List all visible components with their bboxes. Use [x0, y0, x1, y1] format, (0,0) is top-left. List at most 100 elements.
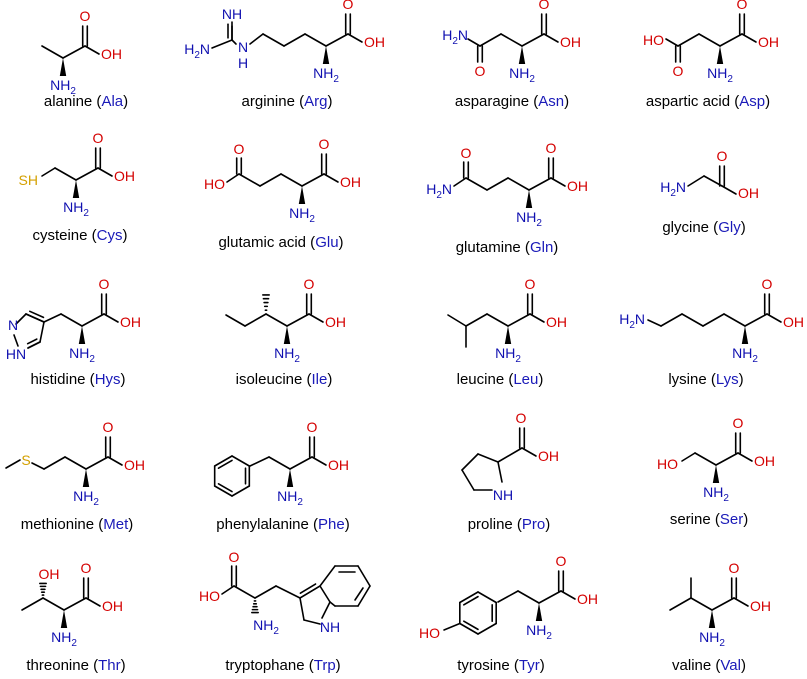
caption-methionine: methionine (Met): [21, 516, 134, 533]
bond: [347, 33, 363, 43]
bond: [41, 167, 56, 177]
atom-label: OH: [39, 566, 60, 582]
bond: [550, 177, 566, 187]
bond: [721, 185, 737, 195]
bond: [103, 313, 119, 323]
amine-label: NH2: [526, 622, 552, 642]
bond: [286, 313, 310, 327]
bond: [477, 453, 499, 463]
bond: [467, 38, 481, 47]
bond: [63, 597, 87, 611]
bond: [244, 313, 267, 327]
caption-cysteine: cysteine (Cys): [32, 227, 127, 244]
atom-label: O: [556, 553, 567, 569]
wedge-bond: [712, 465, 720, 483]
bond: [28, 310, 45, 319]
bond: [507, 177, 530, 191]
caption-alanine: alanine (Ala): [44, 93, 128, 110]
bond: [54, 167, 77, 181]
atom-label: OH: [783, 314, 804, 330]
atom-label: O: [234, 141, 245, 157]
bond: [354, 587, 364, 601]
atom-label: OH: [577, 591, 598, 607]
bond: [85, 597, 101, 607]
amine-label: NH2: [313, 65, 339, 85]
bond: [26, 338, 38, 345]
atom-label: O: [461, 145, 472, 161]
wedge-bond: [298, 186, 306, 204]
bond: [231, 485, 251, 497]
atom-label: HN: [6, 346, 26, 362]
bond: [213, 455, 233, 467]
bond: [303, 619, 321, 625]
bond: [60, 313, 83, 327]
bond: [39, 321, 45, 343]
amine-label: H2N: [619, 311, 645, 331]
wedge-bond: [59, 58, 67, 76]
amine-label: NH2: [274, 345, 300, 365]
atom-label: OH: [546, 314, 567, 330]
atom-label: SH: [19, 172, 38, 188]
atom-label: OH: [328, 457, 349, 473]
bond: [477, 591, 497, 604]
amine-label: NH2: [277, 488, 303, 508]
atom-label: HO: [643, 32, 664, 48]
bond: [21, 597, 44, 611]
captions: alanine (Ala) arginine (Arg) asparagine …: [21, 93, 770, 674]
bond: [262, 33, 285, 47]
bond: [715, 452, 739, 466]
atom-label: O: [80, 8, 91, 24]
amine-label: H2N: [184, 41, 210, 61]
bond: [43, 456, 66, 470]
caption-glutamic-acid: glutamic acid (Glu): [218, 234, 343, 251]
atom-label: O: [546, 140, 557, 156]
atom-label: OH: [364, 34, 385, 50]
atom-label: OH: [538, 448, 559, 464]
atom-label: O: [343, 0, 354, 12]
caption-lysine: lysine (Lys): [668, 371, 743, 388]
caption-valine: valine (Val): [672, 657, 746, 674]
amine-label: NH2: [495, 345, 521, 365]
amine-label: NH2: [69, 345, 95, 365]
atom-label: HO: [419, 625, 440, 641]
bond: [357, 585, 371, 607]
atom-label: O: [81, 560, 92, 576]
atom-label: NH: [320, 619, 340, 635]
structures: OOHNH2OOHNH2NNHH2NHOOHNH2OH2NOOHNH2OHOOO…: [5, 0, 804, 649]
bond: [723, 313, 746, 327]
bond: [5, 459, 21, 469]
nh-hydrogen: H: [238, 55, 248, 71]
bond: [15, 313, 27, 325]
bond: [690, 597, 713, 611]
atom-label: OH: [567, 178, 588, 194]
bond: [453, 177, 467, 187]
wedge-bond: [322, 46, 330, 64]
bond: [711, 597, 735, 611]
atom-label: HO: [657, 456, 678, 472]
bond: [283, 33, 306, 47]
bond: [459, 622, 479, 635]
bond: [81, 313, 105, 327]
bond: [465, 313, 488, 327]
caption-glutamine: glutamine (Gln): [456, 239, 559, 256]
wedge-bond: [78, 326, 86, 344]
amine-label: NH2: [699, 629, 725, 649]
bond: [211, 39, 233, 49]
bond: [357, 565, 371, 587]
bond: [225, 314, 246, 327]
bond: [249, 33, 264, 45]
ring-nh-label: NH: [493, 487, 513, 503]
bond: [719, 33, 743, 47]
bond: [325, 33, 349, 47]
bond: [107, 456, 123, 466]
bond: [265, 313, 288, 327]
bond: [321, 601, 331, 619]
